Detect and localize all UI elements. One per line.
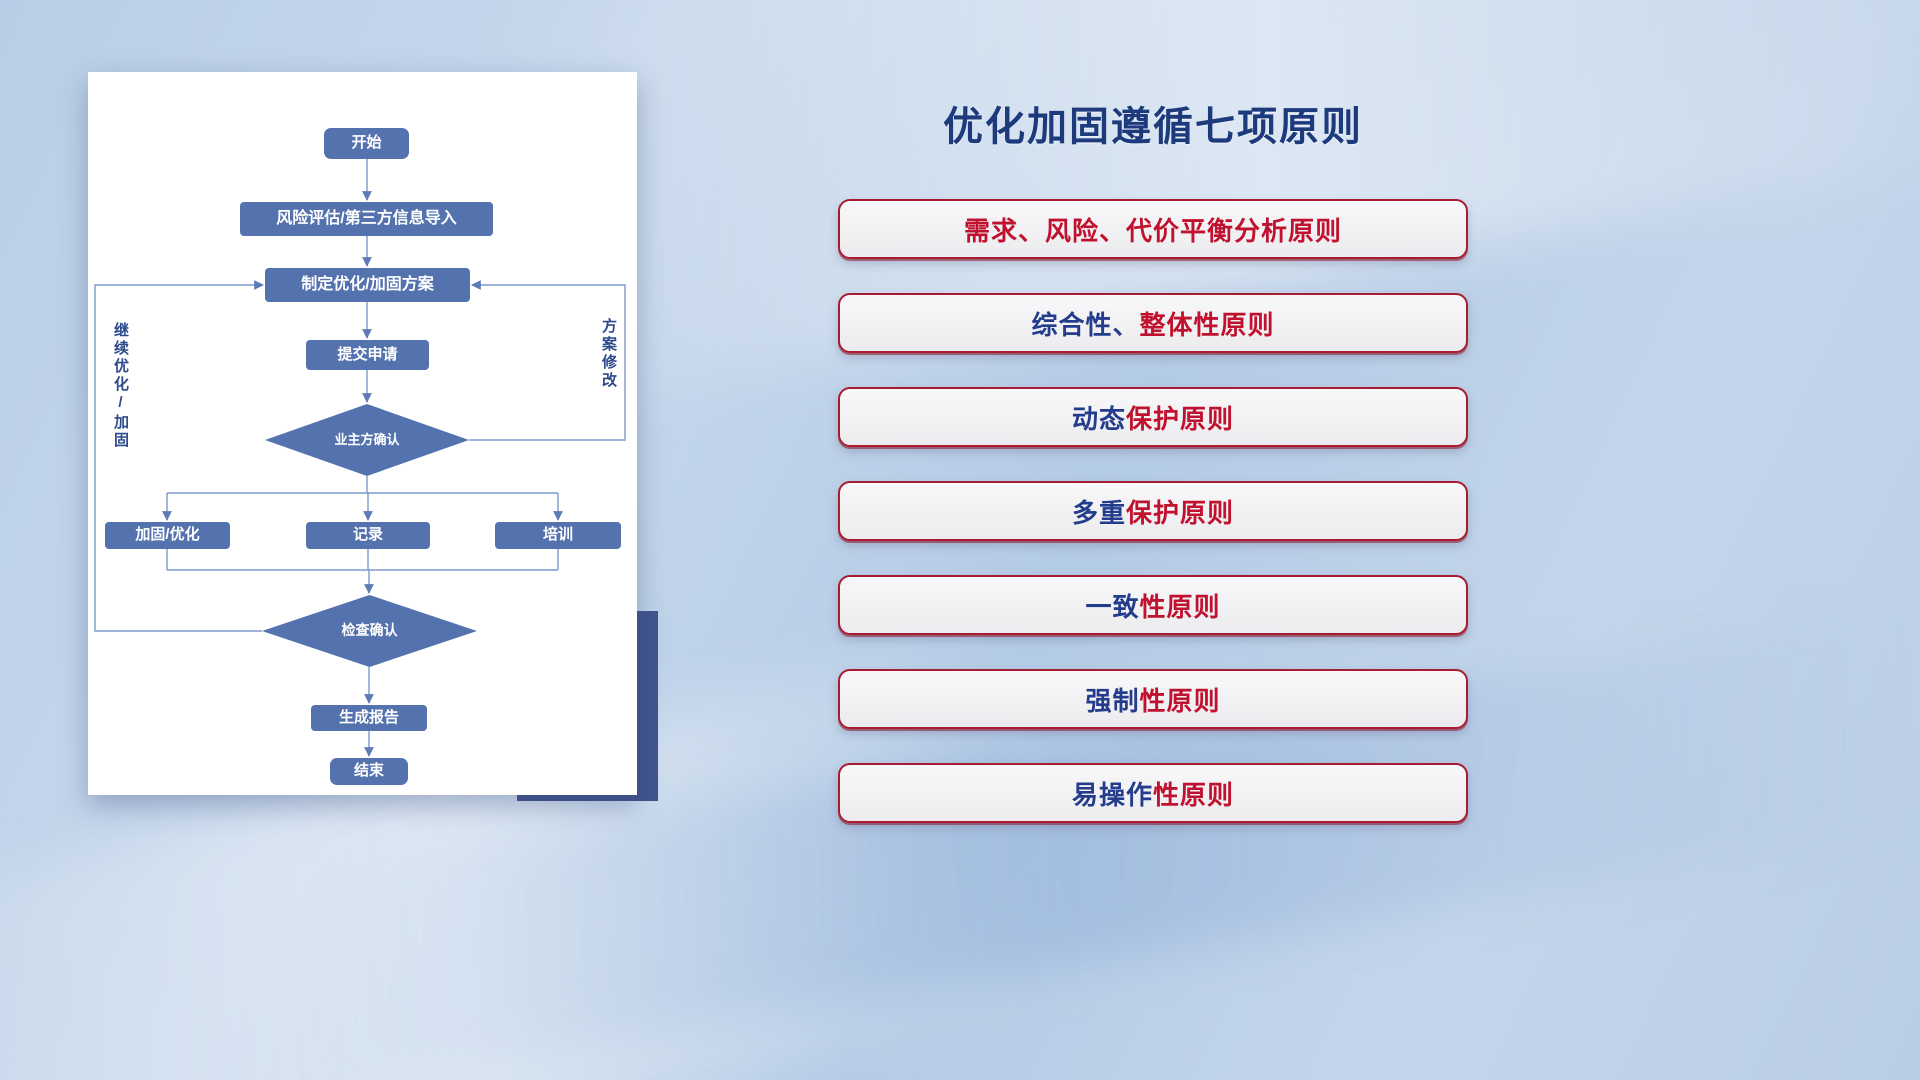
principle-text-red: 整体性原则 [1139,309,1275,340]
flow-node-make-plan: 制定优化/加固方案 [265,268,470,302]
principle-text-red: 性原则 [1139,685,1221,716]
principle-text-red: 性原则 [1139,591,1221,622]
principle-text-red: 保护原则 [1126,403,1235,434]
principle-item-2: 综合性、整体性原则 [838,293,1468,353]
principle-text-blue: 易操作 [1071,779,1153,810]
principle-text-red: 需求、风险、代价平衡分析原则 [963,215,1342,246]
flowchart-connectors [94,159,626,757]
principle-text-red: 保护原则 [1126,497,1235,528]
flow-node-start: 开始 [324,128,409,159]
principle-item-6: 强制性原则 [838,669,1468,729]
loop-label-continue-optimize: 继续优化/加固 [112,322,129,450]
principle-text-blue: 动态 [1071,403,1126,434]
principles-list: 需求、风险、代价平衡分析原则 综合性、整体性原则 动态保护原则 多重保护原则 一… [838,199,1468,823]
principle-item-3: 动态保护原则 [838,387,1468,447]
principle-text-blue: 一致 [1085,591,1140,622]
principle-text-blue: 强制 [1085,685,1140,716]
flow-node-generate-report: 生成报告 [311,705,427,731]
flow-node-risk-import: 风险评估/第三方信息导入 [240,202,493,236]
principle-item-5: 一致性原则 [838,575,1468,635]
flow-node-submit-request: 提交申请 [306,340,429,370]
flow-node-record: 记录 [306,522,430,549]
principle-item-7: 易操作性原则 [838,763,1468,823]
flow-node-end: 结束 [330,758,408,785]
principle-item-4: 多重保护原则 [838,481,1468,541]
page-title: 优化加固遵循七项原则 [943,105,1363,149]
flow-node-training: 培训 [495,522,621,549]
flowchart-card: 开始 风险评估/第三方信息导入 制定优化/加固方案 提交申请 业主方确认 加固/… [88,72,637,795]
flow-node-reinforce-optimize: 加固/优化 [105,522,230,549]
principle-text-red: 性原则 [1153,779,1235,810]
principle-text-blue: 综合性、 [1031,309,1140,340]
principle-item-1: 需求、风险、代价平衡分析原则 [838,199,1468,259]
principle-text-blue: 多重 [1071,497,1126,528]
loop-label-plan-revision: 方案修改 [600,318,617,390]
